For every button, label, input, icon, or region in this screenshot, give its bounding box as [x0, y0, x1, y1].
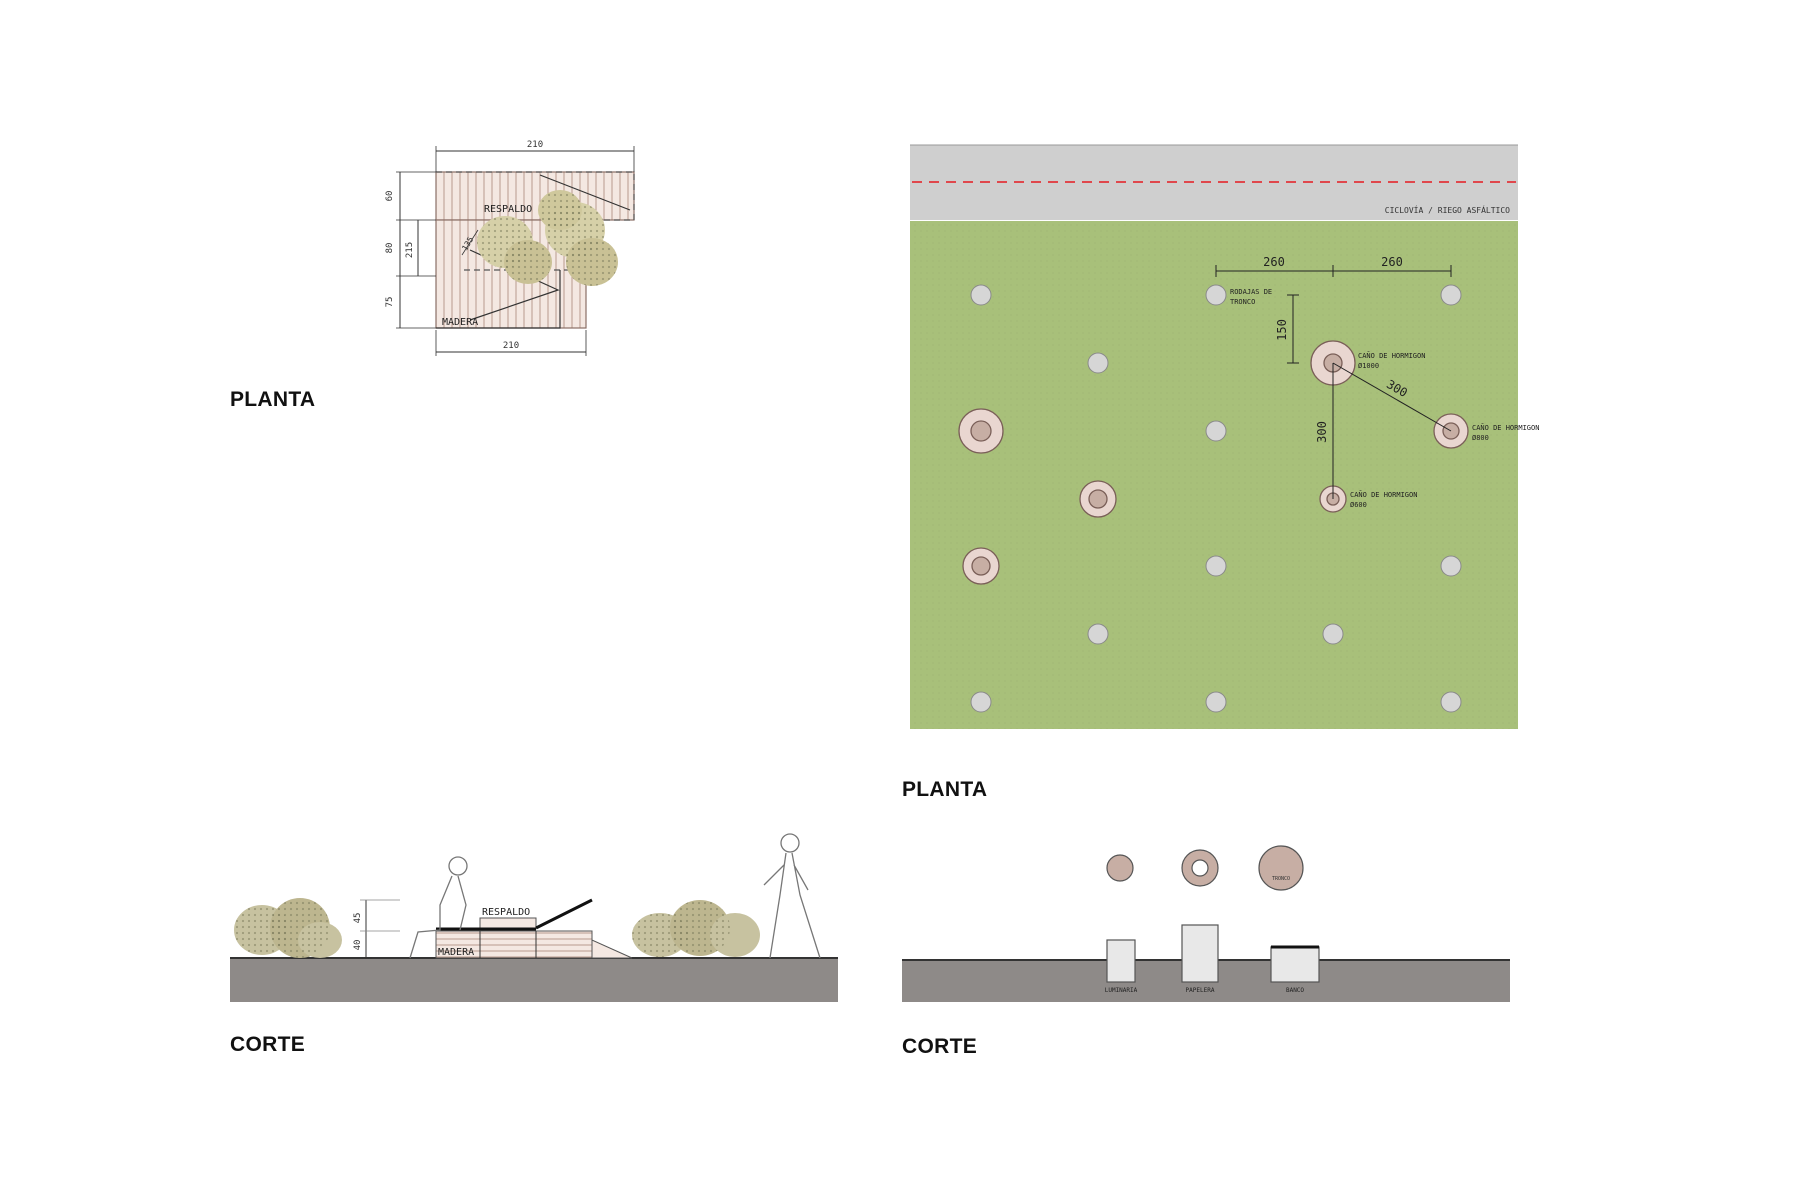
trunk-slice	[1205, 555, 1227, 577]
trunk-slice	[1087, 623, 1109, 645]
trunk-slice	[1440, 555, 1462, 577]
site-section-title: CORTE	[902, 1035, 977, 1058]
trunk-slice	[1087, 352, 1109, 374]
bench-backrest-slope	[535, 898, 593, 930]
label-cano-small: CAÑO DE HORMIGON	[1350, 490, 1417, 499]
bench-section-title: CORTE	[230, 1033, 305, 1056]
luminaria-section	[1106, 939, 1136, 983]
trunk-slice	[1205, 420, 1227, 442]
bench-outline	[436, 171, 635, 271]
trunk-slice	[1205, 691, 1227, 713]
road	[910, 145, 1518, 220]
bench-seat	[435, 930, 593, 959]
trunk-slice	[1205, 284, 1227, 306]
trunk-slices	[970, 284, 1462, 713]
papelera-section	[1181, 924, 1219, 983]
shrub-left	[234, 898, 342, 958]
trunk-slice	[970, 284, 992, 306]
bench-plank-area	[435, 171, 635, 221]
label-tronco: TRONCO	[1272, 876, 1290, 882]
trunk-slice	[1440, 691, 1462, 713]
dim-top: 210	[527, 140, 543, 150]
trunk-slice	[1322, 623, 1344, 645]
bench-section-drawing: 45 40 RESPALDO MADERA	[230, 833, 838, 1002]
label-madera: MADERA	[438, 947, 474, 958]
site-section-drawing: TRONCO LUMINARIA PAPELERA BANCO	[902, 845, 1510, 1002]
site-plan-dimensions	[1215, 265, 1452, 499]
label-cano-right: Ø800	[1472, 434, 1489, 442]
seated-person-figure	[409, 856, 468, 959]
bench-zigzag	[539, 174, 631, 211]
label-banco: BANCO	[1286, 987, 1304, 994]
dim-left-1: 60	[385, 191, 395, 202]
dim-h2: 260	[1381, 255, 1403, 269]
site-plan-title: PLANTA	[902, 778, 988, 801]
label-cano-large: Ø1000	[1358, 362, 1379, 370]
shrub-right	[632, 900, 760, 957]
dim-left-3: 75	[385, 297, 395, 308]
bench-outline	[436, 270, 561, 329]
bench-plan-title: PLANTA	[230, 388, 316, 411]
label-cano-small: Ø600	[1350, 501, 1367, 509]
trunk-slice	[970, 691, 992, 713]
dim-left-total: 215	[405, 242, 415, 258]
bench-ramp	[591, 939, 633, 959]
ground-strip	[230, 958, 838, 1002]
trunk-slice	[1440, 284, 1462, 306]
bench-plan-drawing: 210 210 60 80 75 215 135 RESPALDO MADERA	[385, 140, 635, 356]
dim-v2: 300	[1315, 421, 1329, 443]
dim-bottom: 210	[503, 341, 519, 351]
label-papelera: PAPELERA	[1186, 987, 1215, 994]
label-rodajas: RODAJAS DE	[1230, 288, 1272, 296]
dim-1: 45	[353, 913, 363, 924]
dim-h1: 260	[1263, 255, 1285, 269]
banco-section	[1270, 946, 1320, 983]
label-respaldo: RESPALDO	[484, 204, 532, 215]
site-plan-drawing: CICLOVÍA / RIEGO ASFÁLTICO	[910, 144, 1539, 729]
bench-backrest	[479, 917, 537, 929]
walking-person-figure	[763, 833, 821, 959]
label-respaldo: RESPALDO	[482, 907, 530, 918]
element-plan-views	[1106, 845, 1304, 891]
label-luminaria: LUMINARIA	[1105, 987, 1138, 994]
dim-left-2: 80	[385, 243, 395, 254]
label-rodajas: TRONCO	[1230, 298, 1255, 306]
label-madera: MADERA	[442, 317, 478, 328]
element-sections	[1106, 924, 1320, 983]
label-cano-large: CAÑO DE HORMIGON	[1358, 351, 1425, 360]
dim-2: 40	[353, 940, 363, 951]
label-cano-right: CAÑO DE HORMIGON	[1472, 423, 1539, 432]
road-label: CICLOVÍA / RIEGO ASFÁLTICO	[1385, 204, 1510, 215]
shrub-cluster	[477, 190, 618, 286]
dim-v1: 150	[1275, 319, 1289, 341]
